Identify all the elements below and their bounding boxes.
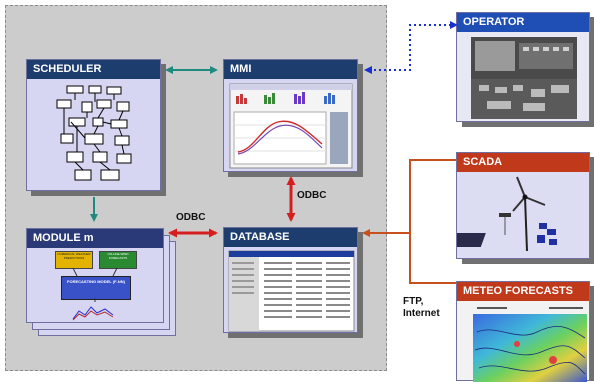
- forecasting-model-box: FORECASTING MODEL (F-NN): [61, 276, 131, 300]
- module-internal-arrows: [72, 267, 118, 321]
- ftp-internet-label: FTP, Internet: [403, 296, 440, 319]
- operator-title: OPERATOR: [457, 13, 589, 32]
- module-title: MODULE m: [27, 229, 163, 248]
- scheduler-block[interactable]: SCHEDULER: [26, 59, 161, 191]
- odbc-label-mmi-db: ODBC: [297, 190, 327, 201]
- meteo-title: METEO FORECASTS: [457, 282, 589, 301]
- operator-mmi-dotted-arrow: [364, 21, 458, 74]
- online-forecast-box: ON-LINE WIND FORECASTS: [99, 251, 137, 269]
- scheduler-flowchart: [56, 85, 132, 181]
- operator-block[interactable]: OPERATOR: [456, 12, 590, 122]
- nwp-box: NUMERICAL WEATHER PREDICTIONS: [55, 251, 93, 269]
- database-screenshot: [228, 250, 355, 332]
- meteo-weather-map-image: [473, 307, 587, 382]
- scada-title: SCADA: [457, 153, 589, 172]
- mmi-block[interactable]: MMI: [223, 59, 358, 172]
- database-block[interactable]: DATABASE: [223, 227, 358, 333]
- scada-wind-turbine-image: [457, 176, 557, 252]
- database-title: DATABASE: [224, 228, 357, 247]
- mmi-title: MMI: [224, 60, 357, 79]
- odbc-label-module-db: ODBC: [176, 212, 206, 223]
- external-sources-bracket: [409, 159, 456, 284]
- scheduler-title: SCHEDULER: [27, 60, 160, 79]
- operator-control-room-image: [471, 37, 577, 119]
- mmi-screenshot: [229, 83, 353, 169]
- scada-block[interactable]: SCADA: [456, 152, 590, 259]
- meteo-block[interactable]: METEO FORECASTS: [456, 281, 590, 382]
- module-block[interactable]: MODULE m NUMERICAL WEATHER PREDICTIONS O…: [26, 228, 164, 323]
